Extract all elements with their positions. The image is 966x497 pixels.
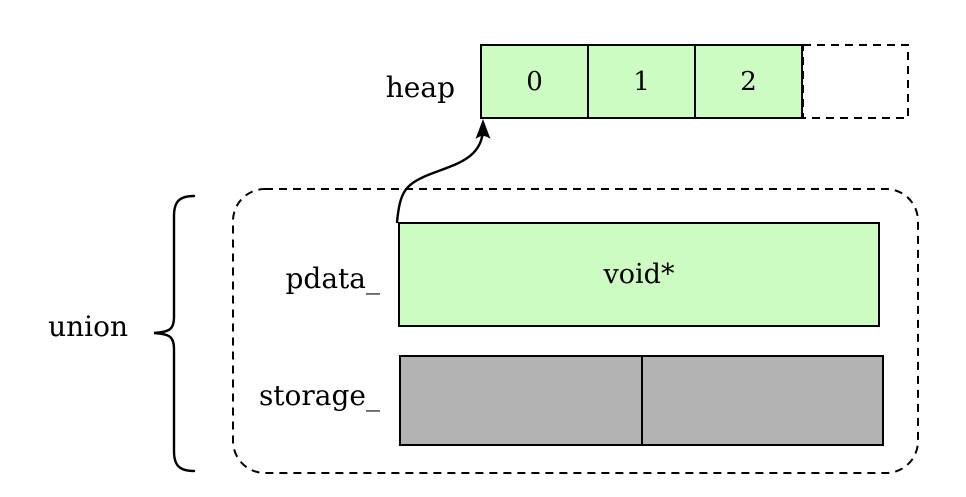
pdata-value: void*	[603, 259, 675, 290]
union-label: union	[48, 310, 128, 343]
pdata-box: void*	[398, 222, 880, 327]
heap-uninitialized-cell	[802, 44, 909, 119]
heap-label: heap	[385, 71, 455, 104]
heap-cell-0: 0	[526, 66, 543, 97]
storage-field-label: storage_	[258, 379, 380, 412]
storage-box	[399, 355, 884, 446]
pointer-arrowhead-icon	[475, 119, 491, 139]
pdata-field-label: pdata_	[285, 262, 381, 295]
left-curly-brace-icon	[153, 194, 196, 473]
heap-cell-1: 1	[587, 46, 694, 117]
heap-array: 0 1 2	[480, 44, 803, 119]
storage-divider	[640, 357, 643, 444]
heap-cell-2: 2	[694, 46, 801, 117]
pointer-arrow-curve	[395, 126, 485, 224]
